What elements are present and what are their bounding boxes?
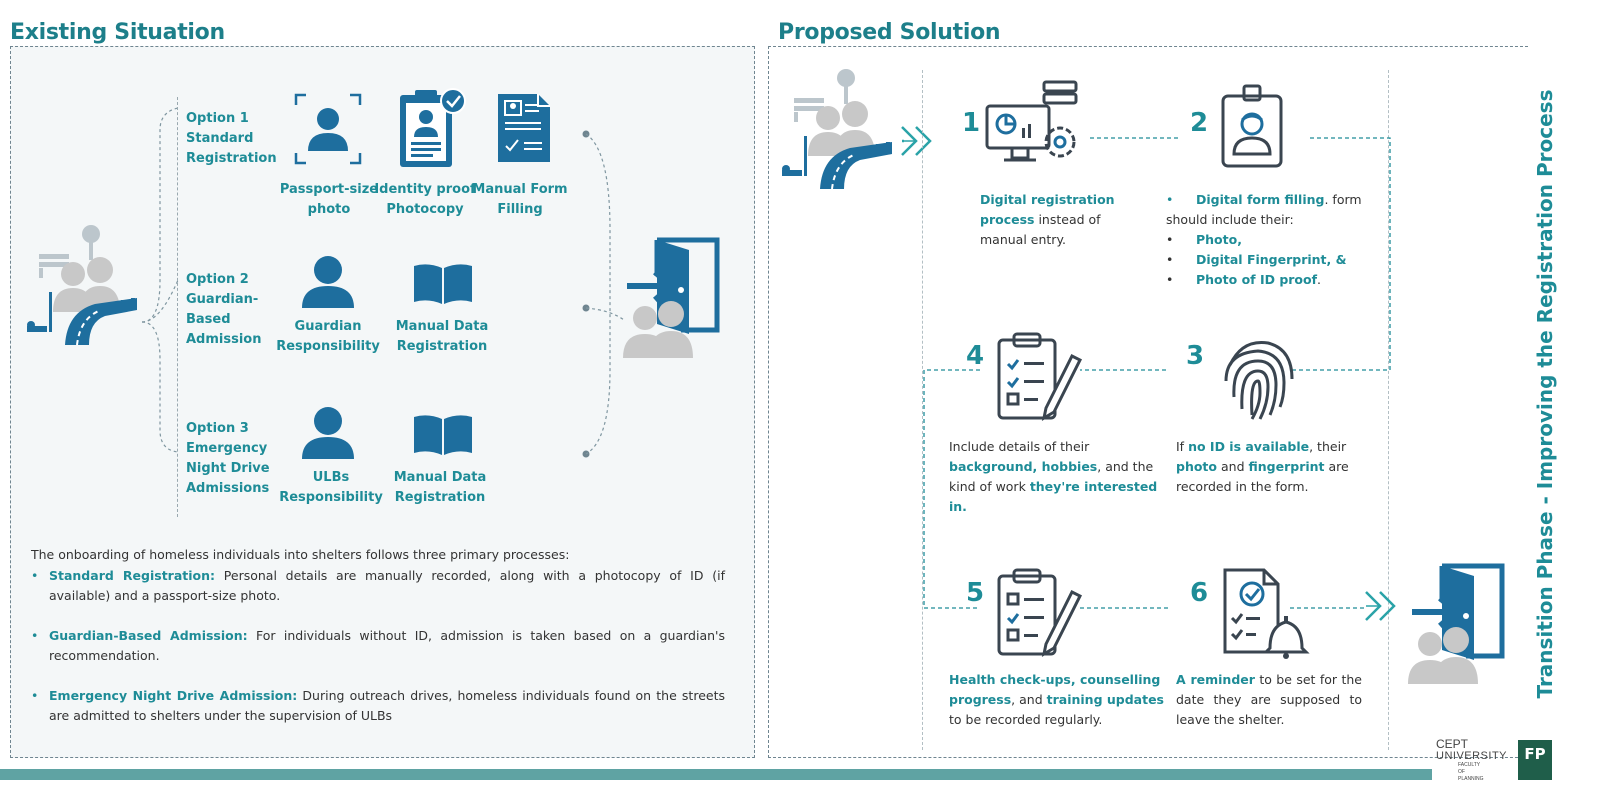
- column-divider-2: [1388, 70, 1389, 750]
- step-5-b2: training updates: [1046, 692, 1164, 707]
- footer-bar: [0, 769, 1432, 780]
- fp-logo-text: FP: [1524, 745, 1546, 763]
- id-badge-icon: [1221, 84, 1283, 168]
- process-flow-connector: [923, 137, 1391, 609]
- step-4-b1: background, hobbies: [949, 459, 1098, 474]
- step-1-text: Digital registration process instead of …: [980, 190, 1120, 250]
- step-2-item-1-text: Photo,: [1196, 232, 1242, 247]
- step-1-number: 1: [962, 108, 981, 138]
- step-2-suffix: . form should include their:: [1166, 192, 1362, 227]
- cept-university-logo: CEPT UNIVERSITY FACULTY OF PLANNING: [1436, 737, 1514, 782]
- step-2-item-3-text: Photo of ID proof: [1196, 272, 1318, 287]
- step-5-number: 5: [966, 578, 985, 608]
- step-1-rest: instead of manual entry.: [980, 212, 1101, 247]
- step-5-b1: Health check-ups, counselling progress: [949, 672, 1161, 707]
- checklist-pencil-icon: [997, 332, 1083, 422]
- step-3-t2: , their: [1309, 439, 1347, 454]
- step-2-text: •Digital form filling. form should inclu…: [1166, 192, 1362, 227]
- step-6-t1: to be set for the date they are supposed…: [1176, 672, 1362, 727]
- step-6-text: A reminder to be set for the date they a…: [1176, 670, 1362, 730]
- health-checklist-icon: [997, 568, 1083, 658]
- option-1-label: Option 1 Standard Registration: [186, 111, 277, 166]
- existing-title: Existing Situation: [10, 20, 225, 45]
- proposed-panel-left-border: [768, 46, 769, 758]
- cept-logo-line-1: CEPT: [1436, 737, 1469, 751]
- manual-data-book-icon-2: [414, 415, 472, 455]
- proposed-title-underline: [768, 46, 1528, 47]
- shelter-entry-icon-2: [1408, 563, 1505, 684]
- column-divider-1: [922, 70, 923, 750]
- step-3-t4: are recorded in the form.: [1176, 459, 1349, 494]
- step-6-number: 6: [1190, 578, 1209, 608]
- step-4-b2: they're interested in.: [949, 479, 1158, 514]
- cept-logo-line-3: FACULTY OF PLANNING: [1458, 762, 1484, 782]
- bullet-3-head: Emergency Night Drive Admission:: [49, 688, 298, 703]
- bullet-2-text: For individuals without ID, admission is…: [49, 628, 725, 663]
- step-3-t1: If: [1176, 439, 1185, 454]
- manual-form-icon: [498, 94, 550, 162]
- step-2-end: .: [1317, 272, 1322, 287]
- bullet-1-text: Personal details are manually recorded, …: [49, 568, 725, 603]
- bullet-1-head: Standard Registration:: [49, 568, 216, 583]
- manual-data-label-1: Manual Data Registration: [395, 319, 489, 354]
- step-4-text: Include details of their background, hob…: [949, 437, 1159, 517]
- step-2-item-1: •Photo,: [1166, 232, 1242, 247]
- step-2-item-2: •Digital Fingerprint, &: [1166, 252, 1347, 267]
- proposed-title: Proposed Solution: [778, 20, 1001, 45]
- step-3-b3: fingerprint: [1248, 459, 1325, 474]
- step-3-t3: and: [1220, 459, 1245, 474]
- step-2-item-3: •Photo of ID proof.: [1166, 272, 1322, 287]
- transition-phase-vertical-title: Transition Phase - Improving the Registr…: [1533, 54, 1563, 734]
- transition-phase-vertical-title-text: Transition Phase - Improving the Registr…: [1533, 89, 1557, 699]
- shelter-entry-icon: [623, 237, 720, 358]
- proposed-panel-bottom-border: [768, 757, 1528, 758]
- identity-proof-label: Identity proof Photocopy: [374, 182, 476, 217]
- ulbs-label: ULBs Responsibility: [279, 470, 383, 505]
- fingerprint-icon: [1224, 340, 1294, 420]
- identity-proof-icon: [400, 88, 466, 167]
- guardian-icon: [302, 256, 354, 308]
- step-6-b1: A reminder: [1176, 672, 1255, 687]
- step-3-text: If no ID is available, their photo and f…: [1176, 437, 1366, 497]
- homeless-person-road-icon: [27, 225, 137, 346]
- option-3-label: Option 3 Emergency Night Drive Admission…: [186, 421, 270, 496]
- options-brace-connector: [141, 107, 179, 453]
- step-2-item-2-text: Digital Fingerprint, &: [1196, 252, 1347, 267]
- homeless-person-road-icon-2: [782, 69, 892, 190]
- ulbs-icon: [302, 407, 354, 459]
- passport-photo-label: Passport-size photo: [279, 182, 379, 217]
- options-merge-connector: [582, 130, 625, 458]
- step-2-number: 2: [1190, 108, 1209, 138]
- step-3-number: 3: [1186, 341, 1205, 371]
- bullet-2-head: Guardian-Based Admission:: [49, 628, 248, 643]
- fp-logo: FP: [1518, 740, 1552, 780]
- digital-registration-icon: [985, 80, 1078, 162]
- step-4-number: 4: [966, 341, 985, 371]
- existing-intro: The onboarding of homeless individuals i…: [31, 547, 570, 562]
- step-3-b2: photo: [1176, 459, 1217, 474]
- reminder-bell-icon: [1223, 568, 1310, 659]
- option-2-label: Option 2 Guardian-Based Admission: [186, 272, 262, 347]
- step-3-b1: no ID is available: [1188, 439, 1310, 454]
- guardian-label: Guardian Responsibility: [276, 319, 380, 354]
- manual-data-book-icon: [414, 264, 472, 304]
- chevron-right-icon: [901, 126, 932, 156]
- manual-form-label: Manual Form Filling: [472, 182, 568, 217]
- step-5-t1: , and: [1011, 692, 1043, 707]
- cept-logo-line-2: UNIVERSITY: [1436, 750, 1508, 762]
- step-5-t2: to be recorded regularly.: [949, 712, 1103, 727]
- options-divider-line: [177, 97, 178, 517]
- chevron-right-icon-2: [1365, 591, 1396, 621]
- bullet-3-text: During outreach drives, homeless individ…: [49, 688, 725, 723]
- step-1-bold: Digital registration process: [980, 192, 1115, 227]
- existing-panel: [10, 46, 755, 758]
- step-2-bold: Digital form filling: [1196, 192, 1325, 207]
- passport-photo-icon: [294, 93, 362, 165]
- step-5-text: Health check-ups, counselling progress, …: [949, 670, 1164, 730]
- step-4-t1: Include details of their: [949, 439, 1090, 454]
- manual-data-label-2: Manual Data Registration: [393, 470, 487, 505]
- step-4-t2: , and the kind of work: [949, 459, 1154, 494]
